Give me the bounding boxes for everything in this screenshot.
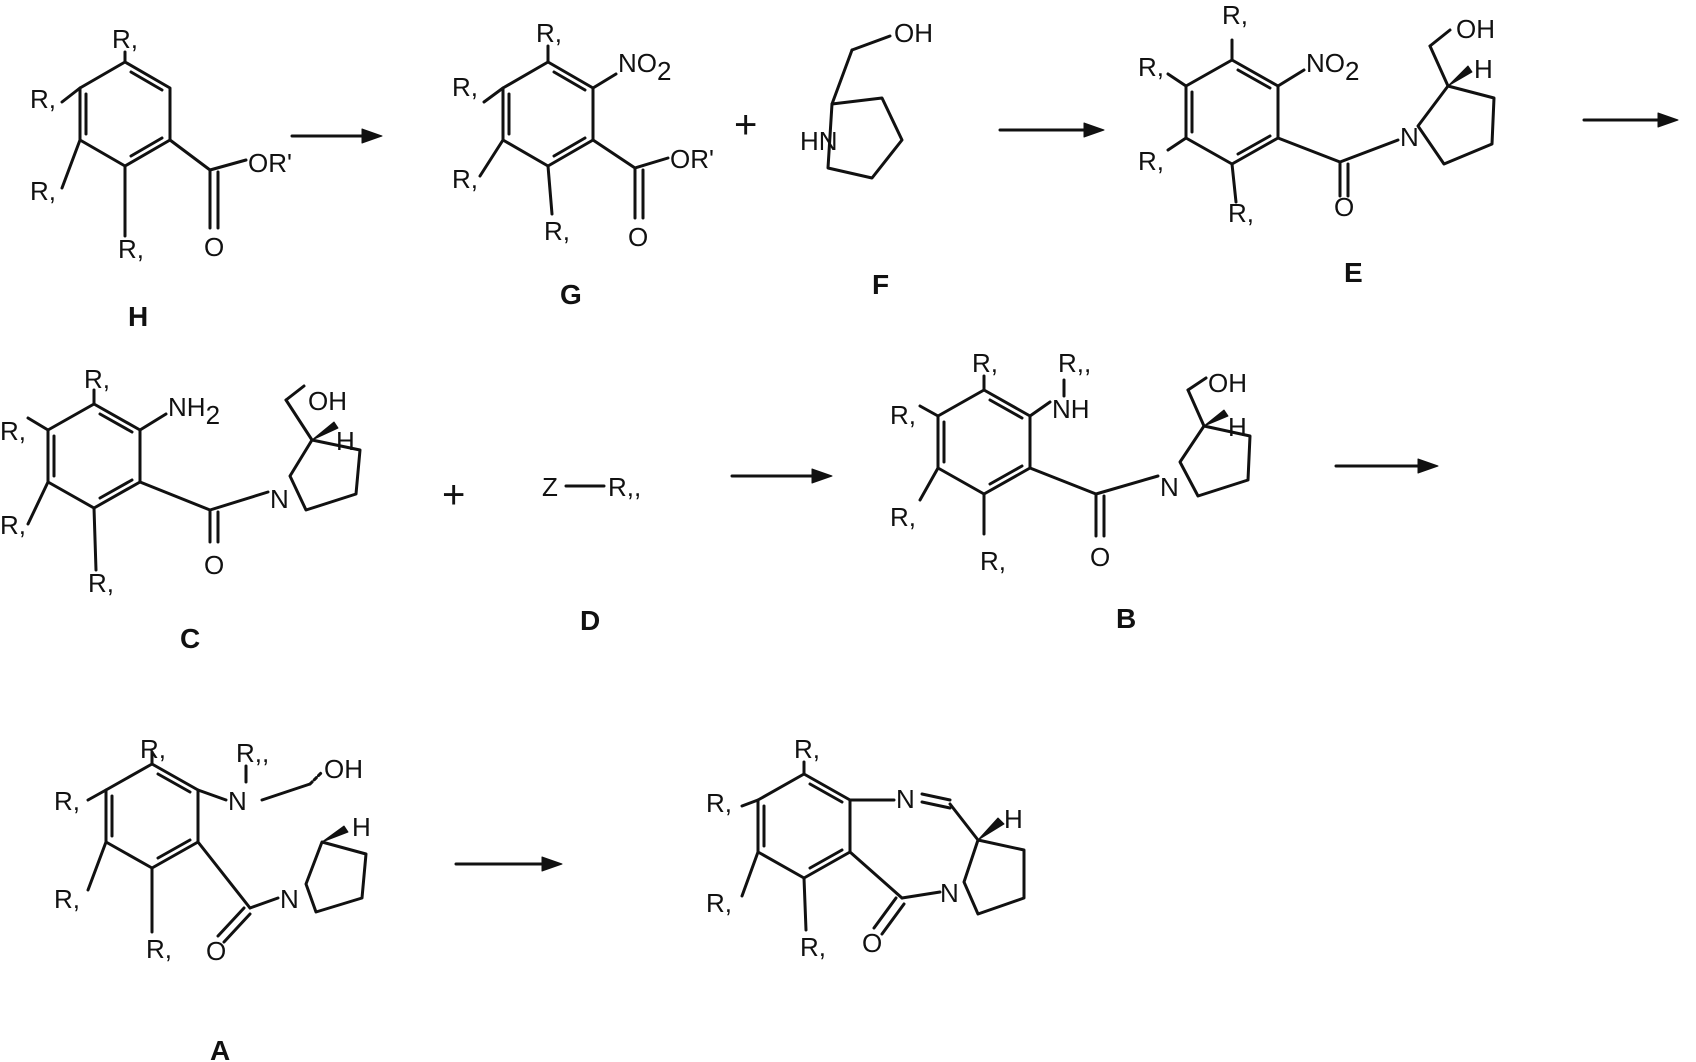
a-oxygen: O — [206, 936, 226, 966]
c-oxygen: O — [204, 550, 224, 580]
c-r9: R, — [84, 364, 110, 394]
compound-f: HN OH F — [800, 18, 933, 300]
a-r10: R,, — [236, 738, 269, 768]
b-r6: R, — [980, 546, 1006, 576]
c-r7: R, — [0, 510, 26, 540]
compound-d: Z R,, D — [542, 472, 641, 636]
g-label: G — [560, 279, 582, 310]
arrow-h-to-g — [292, 129, 382, 143]
h-label: H — [128, 301, 148, 332]
plus-sign-gf: + — [734, 103, 757, 147]
product-oxygen: O — [862, 928, 882, 958]
b-r7: R, — [890, 502, 916, 532]
f-label: F — [872, 269, 889, 300]
f-hn: HN — [800, 126, 838, 156]
b-label: B — [1116, 603, 1136, 634]
compound-a: R, R, R, R, R,, N OH N H O A — [54, 734, 371, 1062]
compound-b: R, R, R, R, R,, NH N OH H O B — [890, 348, 1250, 634]
h-r7: R, — [30, 176, 56, 206]
e-oh: OH — [1456, 14, 1495, 44]
c-hydrogen: H — [336, 426, 355, 456]
product-nitrogen: N — [940, 878, 959, 908]
c-r6: R, — [88, 568, 114, 598]
c-nh2: NH2 — [168, 392, 220, 430]
a-r6: R, — [146, 934, 172, 964]
a-oh: OH — [324, 754, 363, 784]
g-r6: R, — [544, 216, 570, 246]
product-r9: R, — [794, 734, 820, 764]
e-hydrogen: H — [1474, 54, 1493, 84]
product-r8: R, — [706, 788, 732, 818]
c-label: C — [180, 623, 200, 654]
b-nh: NH — [1052, 394, 1090, 424]
b-r9: R, — [972, 348, 998, 378]
h-oxygen: O — [204, 232, 224, 262]
h-r9: R, — [112, 24, 138, 54]
e-r6: R, — [1228, 198, 1254, 228]
g-nitro: NO2 — [618, 48, 671, 86]
arrow-f-to-e — [1000, 123, 1104, 137]
b-nitrogen: N — [1160, 472, 1179, 502]
product-r7: R, — [706, 888, 732, 918]
e-nitrogen: N — [1400, 122, 1419, 152]
arrow-b-to-a — [1336, 459, 1438, 473]
g-r8: R, — [452, 72, 478, 102]
final-product: R, R, R, R, N N H O — [706, 734, 1024, 962]
g-r9: R, — [536, 18, 562, 48]
a-label: A — [210, 1035, 230, 1062]
a-nitrogen: N — [280, 884, 299, 914]
arrow-a-to-product — [456, 857, 562, 871]
h-r8: R, — [30, 84, 56, 114]
compound-g: R, R, R, R, NO2 OR' O G — [452, 18, 714, 310]
c-oh: OH — [308, 386, 347, 416]
compound-c: R, R, R, R, NH2 N OH H O C — [0, 364, 360, 654]
b-r8: R, — [890, 400, 916, 430]
a-n-amine: N — [228, 786, 247, 816]
a-r9: R, — [140, 734, 166, 764]
b-oxygen: O — [1090, 542, 1110, 572]
g-r7: R, — [452, 164, 478, 194]
e-r9: R, — [1222, 0, 1248, 30]
e-r8: R, — [1138, 52, 1164, 82]
e-r7: R, — [1138, 146, 1164, 176]
a-hydrogen: H — [352, 812, 371, 842]
d-label: D — [580, 605, 600, 636]
e-nitro: NO2 — [1306, 48, 1359, 86]
b-hydrogen: H — [1228, 412, 1247, 442]
e-label: E — [1344, 257, 1363, 288]
g-oxygen: O — [628, 222, 648, 252]
arrow-d-to-b — [732, 469, 832, 483]
f-oh: OH — [894, 18, 933, 48]
plus-sign-cd: + — [442, 473, 465, 517]
arrow-e-to-c — [1584, 113, 1678, 127]
c-r8: R, — [0, 416, 26, 446]
compound-e: R, R, R, R, NO2 N OH H O E — [1138, 0, 1495, 288]
a-r7: R, — [54, 884, 80, 914]
a-r8: R, — [54, 786, 80, 816]
b-oh: OH — [1208, 368, 1247, 398]
h-r6: R, — [118, 234, 144, 264]
h-ester: OR' — [248, 148, 292, 178]
g-ester: OR' — [670, 144, 714, 174]
d-z: Z — [542, 472, 558, 502]
b-r10: R,, — [1058, 348, 1091, 378]
product-r6: R, — [800, 932, 826, 962]
e-oxygen: O — [1334, 192, 1354, 222]
product-hydrogen: H — [1004, 804, 1023, 834]
d-r10: R,, — [608, 472, 641, 502]
product-n-imine: N — [896, 784, 915, 814]
c-nitrogen: N — [270, 484, 289, 514]
compound-h: R, R, R, R, OR' O H — [30, 24, 292, 332]
